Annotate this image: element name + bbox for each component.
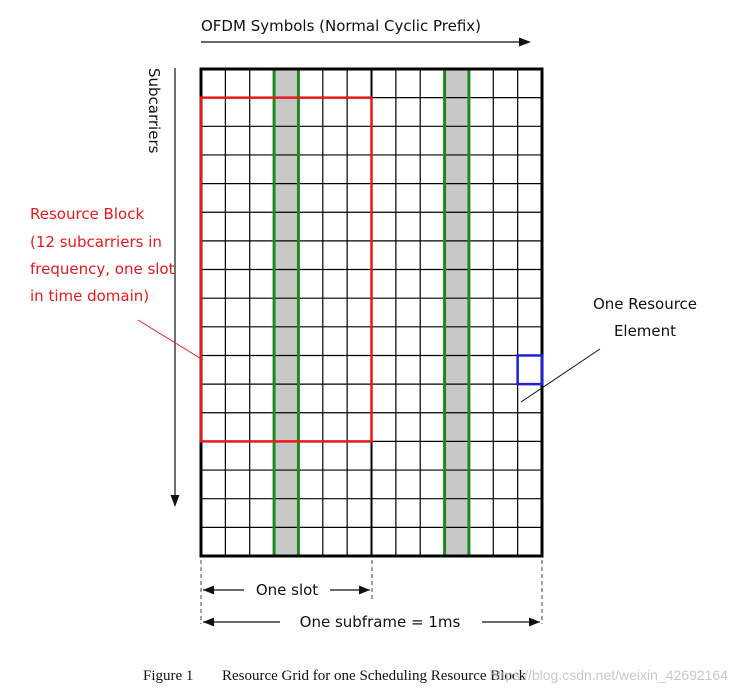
- resource-grid: [199, 67, 544, 558]
- rb-label-line1: Resource Block: [30, 205, 144, 223]
- re-leader-line: [520, 348, 601, 403]
- rb-label-line2: (12 subcarriers in: [30, 233, 162, 251]
- subcarriers-arrow: [170, 68, 180, 507]
- rb-leader-line: [137, 319, 204, 361]
- caption-figure: Figure 1: [143, 668, 193, 684]
- one-subframe-dimension: [203, 617, 540, 627]
- rb-label-line4: in time domain): [30, 287, 149, 305]
- one-slot-label: One slot: [256, 581, 318, 599]
- watermark: https://blog.csdn.net/weixin_42692164: [490, 667, 728, 683]
- caption-title: Resource Grid for one Scheduling Resourc…: [222, 668, 527, 684]
- one-subframe-label: One subframe = 1ms: [300, 613, 461, 631]
- resource-block-outline: [199, 96, 373, 443]
- ofdm-symbols-label: OFDM Symbols (Normal Cyclic Prefix): [201, 17, 481, 35]
- re-label-line1: One Resource: [593, 295, 697, 313]
- resource-element-outline: [516, 354, 544, 386]
- ofdm-arrow: [201, 37, 531, 47]
- rb-label-line3: frequency, one slot: [30, 260, 175, 278]
- re-label-line2: Element: [614, 322, 676, 340]
- dimension-guides: [200, 560, 543, 624]
- subcarriers-label: Subcarriers: [145, 68, 163, 154]
- reference-column-fill: [274, 69, 299, 556]
- reference-column-fill: [444, 69, 469, 556]
- one-slot-dimension: [203, 585, 370, 595]
